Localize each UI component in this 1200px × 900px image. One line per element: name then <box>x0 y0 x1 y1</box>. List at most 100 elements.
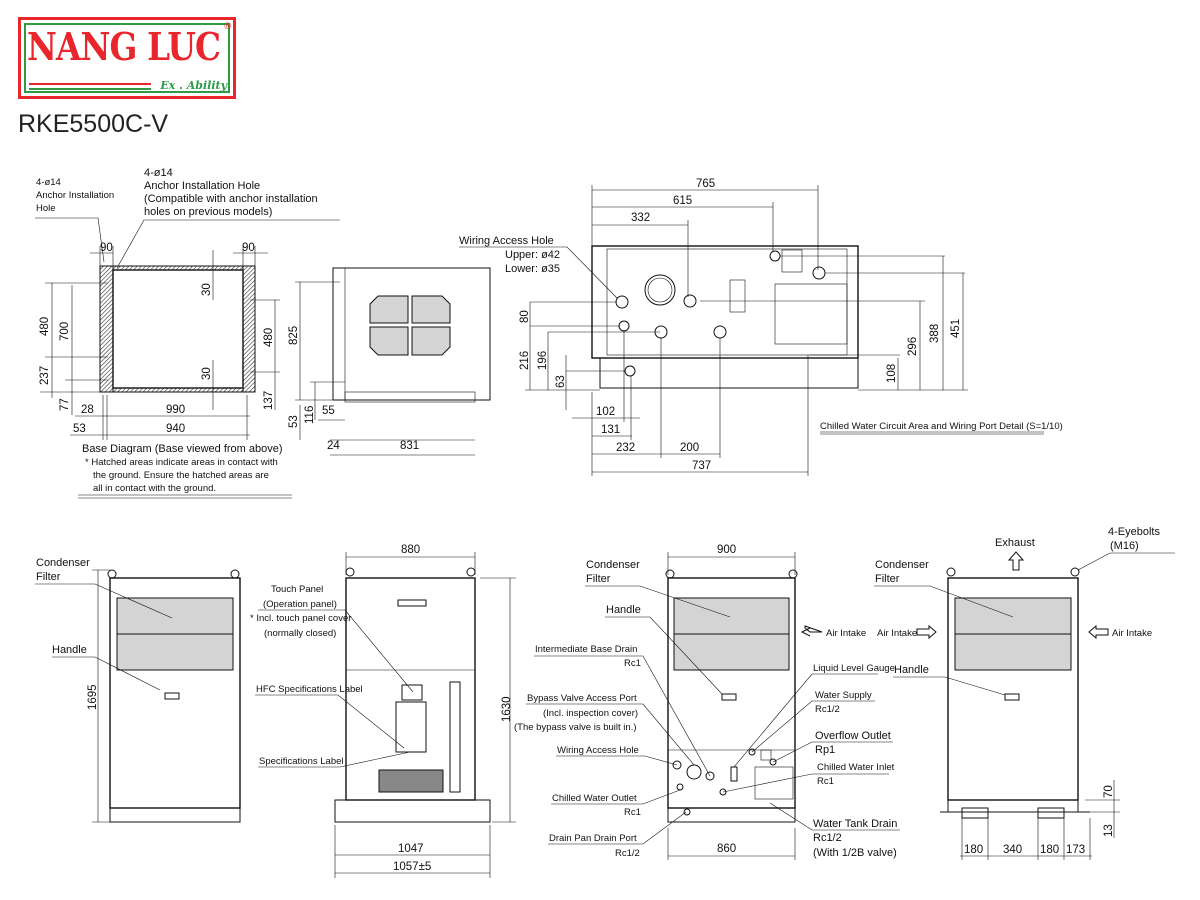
air-intake-arrow-icon <box>916 624 937 640</box>
dim-label: 332 <box>631 212 650 224</box>
label: Chilled Water Outlet <box>552 793 637 804</box>
label: Air Intake <box>826 628 866 639</box>
dim-label: 90 <box>242 242 255 254</box>
label: (Incl. inspection cover) <box>543 708 638 719</box>
rear-view: 900 860 Condenser Filter Handle Intermed… <box>514 544 900 860</box>
dim-label: 1695 <box>87 684 99 710</box>
other-side-view: Exhaust 4-Eyebolts (M16) Condenser Filte… <box>874 526 1175 860</box>
dim-label: 232 <box>616 442 635 454</box>
dim-label: 237 <box>39 366 51 385</box>
label: Wiring Access Hole <box>557 745 639 756</box>
caption: all in contact with the ground. <box>93 483 216 494</box>
label: 4-ø14 <box>36 177 61 188</box>
label: Bypass Valve Access Port <box>527 693 637 704</box>
dim-label: 102 <box>596 406 615 418</box>
label: (The bypass valve is built in.) <box>514 722 637 733</box>
label: Water Tank Drain <box>813 818 897 830</box>
dim-label: 615 <box>673 195 692 207</box>
dim-label: 116 <box>304 406 316 424</box>
label: Rp1 <box>815 744 835 756</box>
dim-label: 53 <box>73 423 86 435</box>
label: (Operation panel) <box>263 599 337 610</box>
label: Anchor Installation <box>36 190 114 201</box>
label: holes on previous models) <box>144 206 272 218</box>
label: Condenser <box>586 559 640 571</box>
label: 4-Eyebolts <box>1108 526 1160 538</box>
top-view: 825 53 116 55 24 831 <box>288 267 491 456</box>
air-intake-arrow-icon <box>1088 624 1109 640</box>
label: * Incl. touch panel cover <box>250 613 351 624</box>
dim-label: 765 <box>696 178 715 190</box>
dim-label: 1630 <box>501 696 513 722</box>
model-title: RKE5500C-V <box>18 110 169 138</box>
label: (With 1/2B valve) <box>813 847 897 859</box>
dim-label: 480 <box>263 328 275 347</box>
dim-label: 77 <box>59 398 71 411</box>
front-view: 880 Touch Panel (Operation panel) * Incl… <box>250 544 516 878</box>
label: Chilled Water Inlet <box>817 762 895 773</box>
dim-label: 80 <box>519 310 531 323</box>
logo-tagline: Ex . Ability <box>160 79 227 92</box>
dim-label: 990 <box>166 404 185 416</box>
label: Hole <box>36 203 56 214</box>
dim-label: 1047 <box>398 843 424 855</box>
dim-label: 1057±5 <box>393 861 431 873</box>
dim-label: 173 <box>1066 844 1085 856</box>
label: Specifications Label <box>259 756 344 767</box>
dim-label: 70 <box>1103 785 1115 798</box>
dim-label: 900 <box>717 544 736 556</box>
label: (Compatible with anchor installation <box>144 193 318 205</box>
label: Drain Pan Drain Port <box>549 833 637 844</box>
exhaust-arrow-icon <box>1007 551 1025 571</box>
side-view: Condenser Filter Handle 1695 <box>35 557 241 823</box>
label: 4-ø14 <box>144 167 173 179</box>
label: (M16) <box>1110 540 1139 552</box>
dim-label: 53 <box>288 415 300 428</box>
label: Handle <box>606 604 641 616</box>
label: Rc1 <box>817 776 834 787</box>
label: Rc1/2 <box>815 704 840 715</box>
label: Handle <box>52 644 87 656</box>
dim-label: 737 <box>692 460 711 472</box>
label: Intermediate Base Drain <box>535 644 637 655</box>
dim-label: 180 <box>1040 844 1059 856</box>
detail-view: 765 615 332 Wiring Access Hole Upper: ø4… <box>459 178 1063 476</box>
label: Touch Panel <box>271 584 323 595</box>
dim-label: 63 <box>555 375 567 388</box>
dim-label: 480 <box>39 317 51 336</box>
dim-label: 108 <box>886 364 898 383</box>
base-diagram: 4-ø14 Anchor Installation Hole 4-ø14 Anc… <box>35 167 340 499</box>
logo-registered: ® <box>224 21 231 31</box>
dim-label: 30 <box>201 367 213 380</box>
dim-label: 28 <box>81 404 94 416</box>
dim-label: 940 <box>166 423 185 435</box>
caption: Chilled Water Circuit Area and Wiring Po… <box>820 421 1063 432</box>
dim-label: 200 <box>680 442 699 454</box>
dim-label: 180 <box>964 844 983 856</box>
label: Rc1/2 <box>813 832 842 844</box>
dim-label: 24 <box>327 440 340 452</box>
label: Filter <box>36 571 61 583</box>
label: Handle <box>894 664 929 676</box>
logo-name: NANG LUC <box>27 24 221 69</box>
label: Exhaust <box>995 537 1035 549</box>
label: Filter <box>875 573 900 585</box>
dim-label: 860 <box>717 843 736 855</box>
caption: * Hatched areas indicate areas in contac… <box>85 457 278 468</box>
dim-label: 340 <box>1003 844 1022 856</box>
dim-label: 30 <box>201 283 213 296</box>
label: Filter <box>586 573 611 585</box>
dim-label: 216 <box>519 351 531 370</box>
label: Wiring Access Hole <box>459 235 554 247</box>
label: Water Supply <box>815 690 872 701</box>
label: Liquid Level Gauge <box>813 663 895 674</box>
label: HFC Specifications Label <box>256 684 363 695</box>
dim-label: 296 <box>907 337 919 356</box>
label: Rc1 <box>624 658 641 669</box>
label: Lower: ø35 <box>505 263 560 275</box>
label: Overflow Outlet <box>815 730 891 742</box>
dim-label: 196 <box>537 351 549 370</box>
caption: the ground. Ensure the hatched areas are <box>93 470 269 481</box>
dim-label: 90 <box>100 242 113 254</box>
